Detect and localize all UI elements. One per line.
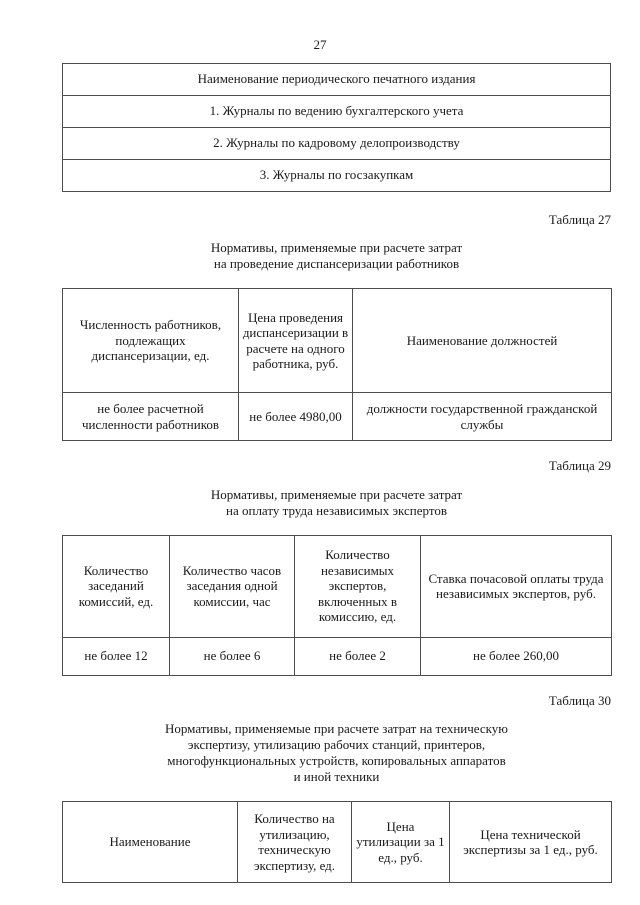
table-header-row: Наименование периодического печатного из…	[62, 62, 611, 96]
table-30-caption: Таблица 30	[548, 692, 611, 708]
table-cell: не более 6	[169, 636, 295, 676]
table-27-title-line1: Нормативы, применяемые при расчете затра…	[210, 240, 463, 255]
table-row: не более расчетной численности работнико…	[62, 392, 612, 441]
periodicals-row-cell: 2. Журналы по кадровому делопроизводству	[62, 126, 611, 160]
table-cell: не более 4980,00	[238, 392, 353, 441]
column-header: Количество независимых экспертов, включе…	[294, 534, 421, 638]
table-header-row: Количество заседаний комиссий, ед. Колич…	[62, 534, 612, 638]
table-29-title-line1: Нормативы, применяемые при расчете затра…	[210, 486, 463, 502]
periodicals-row-cell: 1. Журналы по ведению бухгалтерского уче…	[62, 94, 611, 128]
periodicals-table: Наименование периодического печатного из…	[62, 62, 611, 192]
column-header: Цена проведения диспансеризации в расчет…	[238, 288, 353, 393]
table-27-title: Нормативы, применяемые при расчете затра…	[62, 240, 611, 272]
column-header: Наименование	[62, 801, 238, 883]
table-27-title-line2: на проведение диспансеризации работников	[213, 256, 460, 271]
table-header-row: Наименование Количество на утилизацию, т…	[62, 801, 612, 883]
periodicals-header-cell: Наименование периодического печатного из…	[62, 62, 611, 96]
table-row: 3. Журналы по госзакупкам	[62, 158, 611, 192]
table-row: 2. Журналы по кадровому делопроизводству	[62, 126, 611, 160]
column-header: Количество часов заседания одной комисси…	[169, 534, 295, 638]
table-cell: не более расчетной численности работнико…	[62, 392, 239, 441]
table-cell: не более 12	[62, 636, 170, 676]
periodicals-row-cell: 3. Журналы по госзакупкам	[62, 158, 611, 192]
table-29-caption: Таблица 29	[548, 458, 611, 473]
dispensary-norms-table: Численность работников, подлежащих диспа…	[62, 288, 612, 441]
page-number: 27	[313, 37, 327, 52]
table-30-title-line3: многофункциональных устройств, копировал…	[167, 753, 506, 768]
experts-pay-norms-table: Количество заседаний комиссий, ед. Колич…	[62, 534, 612, 676]
table-cell: должности государственной гражданской сл…	[352, 392, 612, 441]
table-30-title-line2: экспертизу, утилизацию рабочих станций, …	[187, 737, 486, 752]
table-27-caption: Таблица 27	[548, 211, 611, 227]
column-header: Численность работников, подлежащих диспа…	[62, 288, 239, 393]
column-header: Наименование должностей	[352, 288, 612, 393]
table-row: 1. Журналы по ведению бухгалтерского уче…	[62, 94, 611, 128]
table-30-title: Нормативы, применяемые при расчете затра…	[62, 721, 611, 785]
table-cell: не более 260,00	[420, 636, 612, 676]
page-content: Наименование периодического печатного из…	[62, 62, 612, 883]
column-header: Количество на утилизацию, техническую эк…	[237, 801, 352, 883]
table-30-title-line4: и иной техники	[293, 769, 380, 784]
table-29-title: Нормативы, применяемые при расчете затра…	[62, 487, 611, 519]
column-header: Ставка почасовой оплаты труда независимы…	[420, 534, 612, 638]
column-header: Цена утилизации за 1 ед., руб.	[351, 801, 450, 883]
table-30-title-line1: Нормативы, применяемые при расчете затра…	[164, 721, 508, 736]
column-header: Цена технической экспертизы за 1 ед., ру…	[449, 801, 612, 883]
disposal-expertise-norms-table: Наименование Количество на утилизацию, т…	[62, 801, 612, 883]
table-row: не более 12 не более 6 не более 2 не бол…	[62, 636, 612, 676]
table-29-title-line2: на оплату труда независимых экспертов	[226, 502, 447, 518]
table-cell: не более 2	[294, 636, 421, 676]
column-header: Количество заседаний комиссий, ед.	[62, 534, 170, 638]
table-header-row: Численность работников, подлежащих диспа…	[62, 288, 612, 393]
